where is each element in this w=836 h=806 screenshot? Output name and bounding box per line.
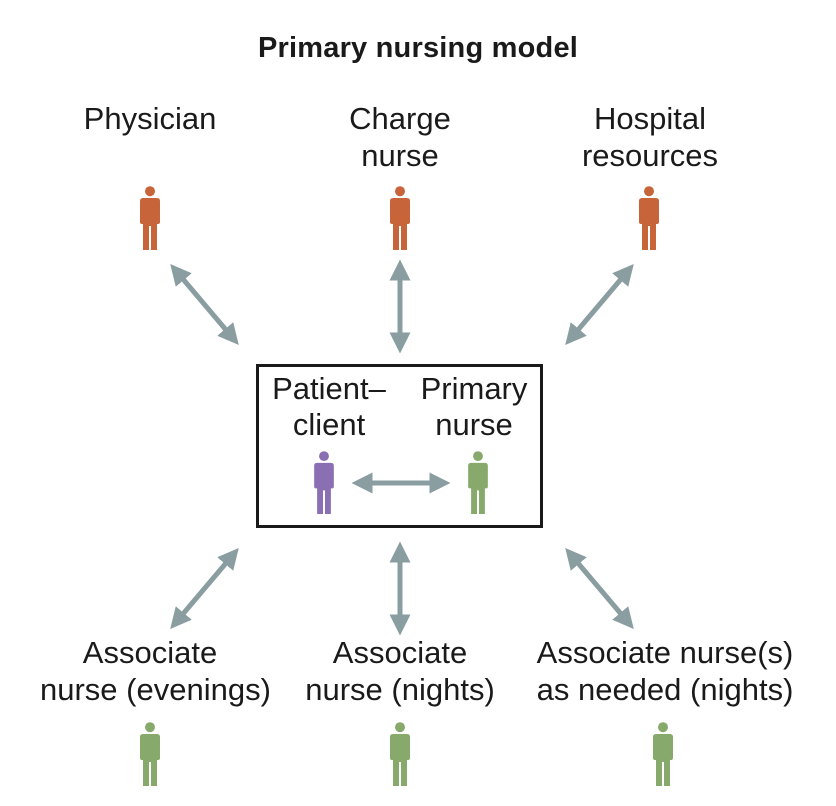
- box-label-line: Patient–: [272, 371, 386, 406]
- role-label-associate-nights: Associate nurse (nights): [290, 634, 510, 708]
- box-label-line: client: [292, 407, 366, 442]
- box-label-line: nurse: [435, 407, 513, 442]
- double-arrow-associate-as-needed: [565, 547, 634, 630]
- double-arrow-hospital-resources: [565, 263, 634, 346]
- diagram-title: Primary nursing model: [257, 32, 579, 64]
- hospital-resources-person-icon: [639, 186, 659, 250]
- role-label-hospital-resources: Hospital resources: [550, 100, 750, 174]
- role-label-physician: Physician: [60, 100, 240, 137]
- patient-primary-nurse-box: Patient– client Primary nurse: [256, 364, 543, 528]
- primary-nurse-label: Primary nurse: [407, 371, 541, 443]
- double-arrow-physician: [170, 263, 239, 346]
- double-arrow-associate-evenings: [170, 547, 239, 630]
- patient-person-icon: [314, 451, 334, 514]
- role-label-line: as needed (nights): [536, 672, 794, 707]
- role-label-associate-as-needed: Associate nurse(s) as needed (nights): [520, 634, 810, 708]
- role-label-line: nurse (evenings): [40, 672, 271, 707]
- role-label-line: nurse (nights): [305, 672, 495, 707]
- role-label-line: Physician: [83, 101, 217, 136]
- role-label-line: Charge: [349, 101, 451, 136]
- associate-nights-person-icon: [390, 722, 410, 786]
- role-label-line: Associate: [82, 635, 218, 670]
- role-label-charge-nurse: Charge nurse: [310, 100, 490, 174]
- charge-nurse-person-icon: [390, 186, 410, 250]
- physician-person-icon: [140, 186, 160, 250]
- associate-evenings-person-icon: [140, 722, 160, 786]
- role-label-associate-evenings: Associate nurse (evenings): [40, 634, 271, 708]
- role-label-line: Associate: [332, 635, 468, 670]
- role-label-line: resources: [581, 138, 719, 173]
- role-label-line: nurse: [361, 138, 439, 173]
- primary-nurse-person-icon: [468, 451, 488, 514]
- role-label-line: Hospital: [594, 101, 706, 136]
- box-label-line: Primary: [420, 371, 528, 406]
- role-label-line: Associate nurse(s): [536, 635, 794, 670]
- associate-as-needed-person-icon: [653, 722, 673, 786]
- patient-client-label: Patient– client: [259, 371, 399, 443]
